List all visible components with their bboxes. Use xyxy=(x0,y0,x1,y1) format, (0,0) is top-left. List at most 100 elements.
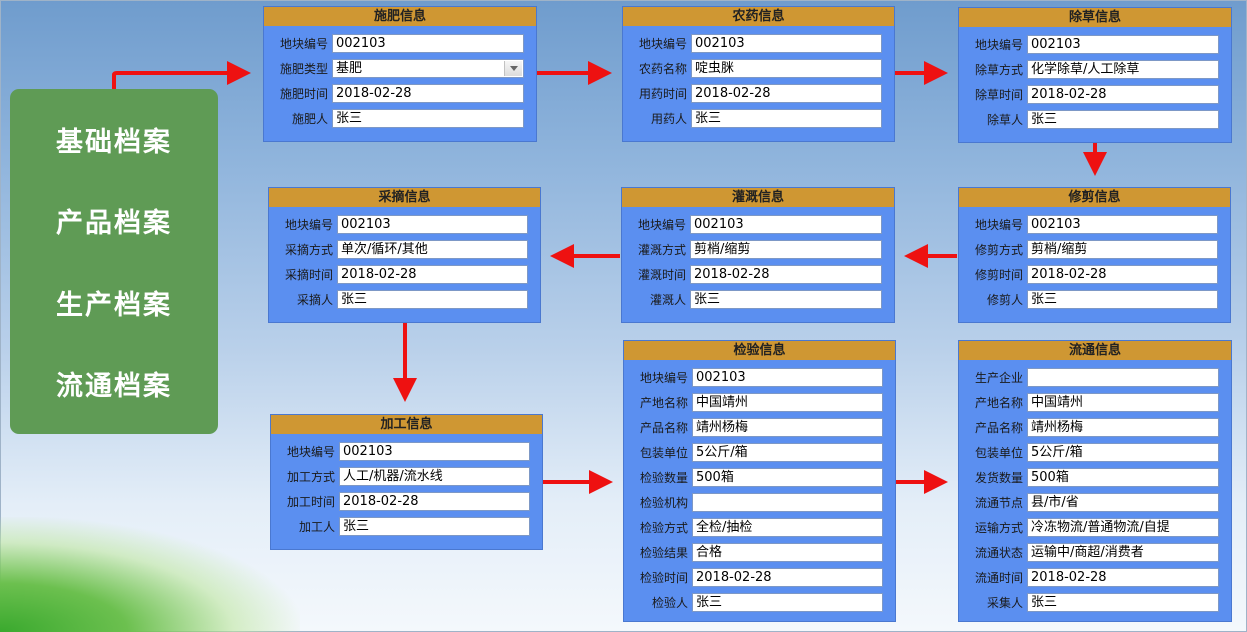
irrigation-method-field[interactable]: 剪梢/缩剪 xyxy=(690,240,882,259)
producer-field[interactable] xyxy=(1027,368,1219,387)
origin-name-field[interactable]: 中国靖州 xyxy=(692,393,883,412)
collector-field[interactable]: 张三 xyxy=(1027,593,1219,612)
form-row: 地块编号 002103 xyxy=(965,32,1219,57)
plot-number-field[interactable]: 002103 xyxy=(692,368,883,387)
form-row: 用药人张三 xyxy=(629,106,882,131)
panel-title: 施肥信息 xyxy=(264,7,536,26)
field-label: 包装单位 xyxy=(974,446,1023,460)
plot-number-field[interactable]: 002103 xyxy=(1027,35,1219,54)
grass-decoration xyxy=(0,517,300,632)
field-label: 产品名称 xyxy=(639,421,688,435)
form-row: 灌溉方式剪梢/缩剪 xyxy=(628,237,882,262)
form-row: 除草人张三 xyxy=(965,107,1219,132)
weeding-person-field[interactable]: 张三 xyxy=(1027,110,1219,129)
field-label: 地块编号 xyxy=(974,218,1023,232)
processing-time-field[interactable]: 2018-02-28 xyxy=(339,492,530,511)
field-label: 除草人 xyxy=(986,113,1023,127)
field-label: 地块编号 xyxy=(279,37,328,51)
field-label: 用药人 xyxy=(650,112,687,126)
weeding-time-field[interactable]: 2018-02-28 xyxy=(1027,85,1219,104)
form-row: 修剪方式剪梢/缩剪 xyxy=(965,237,1218,262)
pesticide-name-field[interactable]: 啶虫脒 xyxy=(691,59,882,78)
pruning-person-field[interactable]: 张三 xyxy=(1027,290,1218,309)
inspection-result-field[interactable]: 合格 xyxy=(692,543,883,562)
form-row: 农药名称啶虫脒 xyxy=(629,56,882,81)
plot-number-field[interactable]: 002103 xyxy=(691,34,882,53)
form-row: 产品名称靖州杨梅 xyxy=(630,415,883,440)
plot-number-field[interactable]: 002103 xyxy=(690,215,882,234)
form-row: 施肥人张三 xyxy=(270,106,524,131)
form-row: 修剪人张三 xyxy=(965,287,1218,312)
plot-number-field[interactable]: 002103 xyxy=(332,34,524,53)
field-label: 流通状态 xyxy=(974,546,1023,560)
transport-method-field[interactable]: 冷冻物流/普通物流/自提 xyxy=(1027,518,1219,537)
pruning-time-field[interactable]: 2018-02-28 xyxy=(1027,265,1218,284)
processing-method-field[interactable]: 人工/机器/流水线 xyxy=(339,467,530,486)
field-label: 修剪方式 xyxy=(974,243,1023,257)
fertilize-time-field[interactable]: 2018-02-28 xyxy=(332,84,524,103)
form-row: 地块编号 002103 xyxy=(277,439,530,464)
field-label: 地块编号 xyxy=(638,37,687,51)
form-row: 产品名称靖州杨梅 xyxy=(965,415,1219,440)
panel-title: 采摘信息 xyxy=(269,188,540,207)
inspection-quantity-field[interactable]: 500箱 xyxy=(692,468,883,487)
field-label: 地块编号 xyxy=(286,445,335,459)
irrigation-person-field[interactable]: 张三 xyxy=(690,290,882,309)
origin-name-field[interactable]: 中国靖州 xyxy=(1027,393,1219,412)
field-label: 除草时间 xyxy=(974,88,1023,102)
circulation-time-field[interactable]: 2018-02-28 xyxy=(1027,568,1219,587)
field-label: 地块编号 xyxy=(974,38,1023,52)
inspection-time-field[interactable]: 2018-02-28 xyxy=(692,568,883,587)
sidebar-item-product-archive[interactable]: 产品档案 xyxy=(56,208,172,240)
plot-number-field[interactable]: 002103 xyxy=(339,442,530,461)
sidebar: 基础档案 产品档案 生产档案 流通档案 xyxy=(10,89,218,434)
field-label: 流通节点 xyxy=(974,496,1023,510)
circulation-status-field[interactable]: 运输中/商超/消费者 xyxy=(1027,543,1219,562)
panel-title: 灌溉信息 xyxy=(622,188,894,207)
processing-person-field[interactable]: 张三 xyxy=(339,517,530,536)
field-label: 灌溉人 xyxy=(649,293,686,307)
form-row: 流通状态运输中/商超/消费者 xyxy=(965,540,1219,565)
inspection-agency-field[interactable] xyxy=(692,493,883,512)
field-label: 地块编号 xyxy=(284,218,333,232)
pruning-method-field[interactable]: 剪梢/缩剪 xyxy=(1027,240,1218,259)
chevron-down-icon[interactable] xyxy=(504,61,522,76)
irrigation-time-field[interactable]: 2018-02-28 xyxy=(690,265,882,284)
package-unit-field[interactable]: 5公斤/箱 xyxy=(692,443,883,462)
sidebar-item-production-archive[interactable]: 生产档案 xyxy=(56,289,172,321)
picking-method-field[interactable]: 单次/循环/其他 xyxy=(337,240,528,259)
plot-number-field[interactable]: 002103 xyxy=(337,215,528,234)
fertilizer-type-select[interactable]: 基肥 xyxy=(332,59,524,78)
shipment-quantity-field[interactable]: 500箱 xyxy=(1027,468,1219,487)
sidebar-item-circulation-archive[interactable]: 流通档案 xyxy=(56,370,172,402)
product-name-field[interactable]: 靖州杨梅 xyxy=(692,418,883,437)
panel-title: 流通信息 xyxy=(959,341,1231,360)
pesticide-person-field[interactable]: 张三 xyxy=(691,109,882,128)
picking-person-field[interactable]: 张三 xyxy=(337,290,528,309)
field-label: 加工方式 xyxy=(286,470,335,484)
plot-number-field[interactable]: 002103 xyxy=(1027,215,1218,234)
pesticide-time-field[interactable]: 2018-02-28 xyxy=(691,84,882,103)
picking-time-field[interactable]: 2018-02-28 xyxy=(337,265,528,284)
field-label: 发货数量 xyxy=(974,471,1023,485)
fertilize-person-field[interactable]: 张三 xyxy=(332,109,524,128)
weeding-method-field[interactable]: 化学除草/人工除草 xyxy=(1027,60,1219,79)
form-row: 采摘人张三 xyxy=(275,287,528,312)
product-name-field[interactable]: 靖州杨梅 xyxy=(1027,418,1219,437)
sidebar-item-basic-archive[interactable]: 基础档案 xyxy=(56,127,172,159)
field-label: 修剪人 xyxy=(986,293,1023,307)
form-row: 检验机构 xyxy=(630,490,883,515)
package-unit-field[interactable]: 5公斤/箱 xyxy=(1027,443,1219,462)
circulation-node-field[interactable]: 县/市/省 xyxy=(1027,493,1219,512)
field-label: 产品名称 xyxy=(974,421,1023,435)
inspection-method-field[interactable]: 全检/抽检 xyxy=(692,518,883,537)
inspection-person-field[interactable]: 张三 xyxy=(692,593,883,612)
